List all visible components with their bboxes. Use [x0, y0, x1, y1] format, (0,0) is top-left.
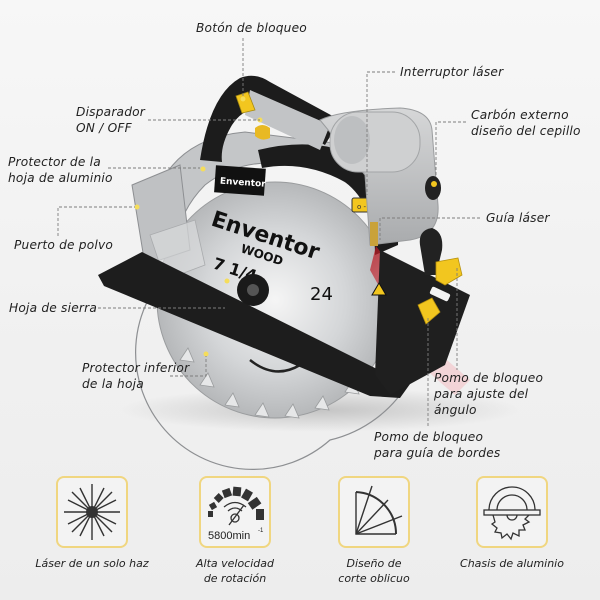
- aluminum-base-saw-icon: [483, 486, 541, 541]
- rear-handle: [200, 75, 340, 162]
- feature-icon-box: [56, 476, 128, 548]
- callout-laser-switch: Interruptor láser: [400, 65, 504, 79]
- feature-aluminum-base: Chasis de aluminio: [437, 476, 587, 571]
- callout-external-carbon-brush: Carbón externo diseño del cepillo: [471, 108, 581, 138]
- brand-badge: Enventor: [214, 165, 266, 196]
- callout-trigger: Disparador ON / OFF: [76, 105, 146, 135]
- callout-dust-port: Puerto de polvo: [14, 238, 114, 252]
- feature-single-beam-laser: Láser de un solo haz: [17, 476, 167, 571]
- bevel-lock-knob: [435, 257, 463, 286]
- callout-edge-guide-lock-knob: Pomo de bloqueo para guía de bordes: [374, 430, 501, 460]
- laser-burst-icon: [64, 484, 120, 540]
- callout-aluminum-blade-guard: Protector de la hoja de aluminio: [8, 155, 113, 185]
- laser-emitter: [370, 222, 378, 246]
- svg-text:24: 24: [310, 284, 333, 305]
- callout-markers: [134, 96, 263, 357]
- speedometer-icon: 5800min -1: [208, 486, 264, 542]
- edge-guide-lock-knob: [417, 297, 441, 325]
- svg-text:Enventor: Enventor: [219, 177, 266, 190]
- feature-caption: Chasis de aluminio: [460, 557, 564, 570]
- callout-lock-button: Botón de bloqueo: [196, 21, 307, 35]
- svg-text:o -: o -: [357, 203, 367, 211]
- carbon-brush-cap: [425, 176, 441, 200]
- bevel-angle-icon: [355, 485, 403, 535]
- callout-lower-blade-guard: Protector inferior de la hoja: [82, 361, 190, 391]
- leader-lines: [57, 38, 480, 428]
- feature-caption: Diseño de corte oblicuo: [338, 557, 410, 585]
- feature-icon-box: [476, 476, 548, 548]
- feature-caption: Láser de un solo haz: [35, 557, 149, 570]
- feature-bevel-cut-design: Diseño de corte oblicuo: [299, 476, 449, 586]
- base-plate: [375, 250, 470, 395]
- feature-icon-box: [338, 476, 410, 548]
- circular-saw-illustration: Enventor WOOD 7 1/4 24 Enventor o -: [57, 38, 520, 470]
- callout-laser-guide: Guía láser: [486, 211, 550, 225]
- callout-bevel-lock-knob: Pomo de bloqueo para ajuste del ángulo: [434, 371, 544, 417]
- svg-text:-1: -1: [258, 528, 264, 534]
- svg-text:5800min: 5800min: [208, 530, 250, 542]
- lock-button: [235, 91, 256, 114]
- lower-blade-guard: [135, 264, 411, 470]
- feature-high-rotation-speed: 5800min -1 Alta velocidad de rotación: [160, 476, 310, 586]
- base-plate-left-rail: [98, 252, 420, 398]
- rotation-arrow: [249, 359, 301, 373]
- callout-saw-blade: Hoja de sierra: [9, 301, 97, 315]
- feature-icon-box: 5800min -1: [199, 476, 271, 548]
- trigger: [255, 125, 270, 140]
- laser-warning-label: [371, 282, 387, 296]
- feature-caption: Alta velocidad de rotación: [195, 557, 274, 585]
